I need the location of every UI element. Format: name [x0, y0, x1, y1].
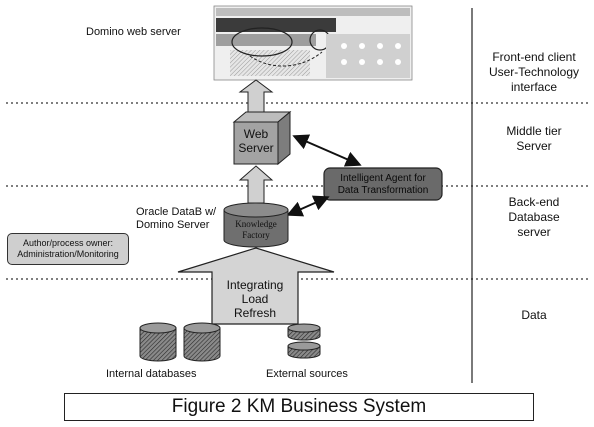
intelligent-agent-label-line2: Data Transformation [337, 185, 429, 196]
external-source-cylinder-2 [287, 341, 321, 359]
figure-caption: Figure 2 KM Business System [64, 393, 534, 421]
web-server-label-line2: Server [238, 141, 274, 155]
integrating-arrow [177, 247, 335, 325]
tier-middle-line1: Middle tier [506, 124, 562, 138]
web-server-box [232, 110, 292, 166]
integrating-label-line2: Load [241, 292, 269, 306]
oracle-label-line1: Oracle DataB w/ [136, 206, 217, 218]
owner-label-line1: Author/process owner: [22, 238, 114, 248]
internal-databases-label: Internal databases [106, 368, 197, 380]
tier-data: Data [521, 308, 547, 322]
web-server-label: Web Server [234, 127, 278, 155]
integrating-label: Integrating Load Refresh [212, 278, 298, 320]
knowledge-factory-cylinder [223, 202, 289, 248]
arrow-web-to-domino [238, 79, 274, 113]
intelligent-agent-box [323, 167, 443, 201]
tier-front-line2: User-Technology [488, 65, 580, 79]
web-server-label-line1: Web [243, 127, 269, 141]
owner-label-line2: Administration/Monitoring [17, 249, 119, 259]
tier-back-line2: Database [508, 210, 560, 224]
domino-label: Domino web server [86, 26, 181, 38]
arrow-web-agent [292, 134, 362, 167]
internal-db-cylinder-2 [183, 322, 221, 362]
author-process-owner-box: Author/process owner: Administration/Mon… [7, 233, 129, 265]
integrating-label-line1: Integrating [226, 278, 284, 292]
tier-middle: Middle tier Server [482, 124, 586, 154]
tier-back-line3: server [517, 225, 551, 239]
knowledge-factory-label: Knowledge Factory [224, 219, 288, 241]
tier-back-end: Back-end Database server [482, 195, 586, 240]
tier-back-line1: Back-end [508, 195, 560, 209]
tier-front-line1: Front-end client [492, 50, 576, 64]
internal-db-cylinder-1 [139, 322, 177, 362]
tier-front-end: Front-end client User-Technology interfa… [482, 50, 586, 95]
tier-middle-line2: Server [516, 139, 552, 153]
external-source-cylinder-1 [287, 323, 321, 341]
integrating-label-line3: Refresh [233, 306, 277, 320]
intelligent-agent-label-line1: Intelligent Agent for [340, 173, 426, 184]
arrow-factory-to-web [238, 165, 274, 204]
knowledge-factory-label-line1: Knowledge [235, 219, 277, 229]
tier-front-line3: interface [510, 80, 558, 94]
intelligent-agent-label: Intelligent Agent for Data Transformatio… [324, 173, 442, 197]
arrow-factory-agent [286, 195, 330, 217]
external-sources-label: External sources [266, 368, 348, 380]
knowledge-factory-label-line2: Factory [242, 230, 270, 240]
domino-screenshot-image [213, 5, 413, 81]
oracle-label-line2: Domino Server [136, 219, 210, 231]
oracle-label: Oracle DataB w/ Domino Server [136, 206, 216, 232]
